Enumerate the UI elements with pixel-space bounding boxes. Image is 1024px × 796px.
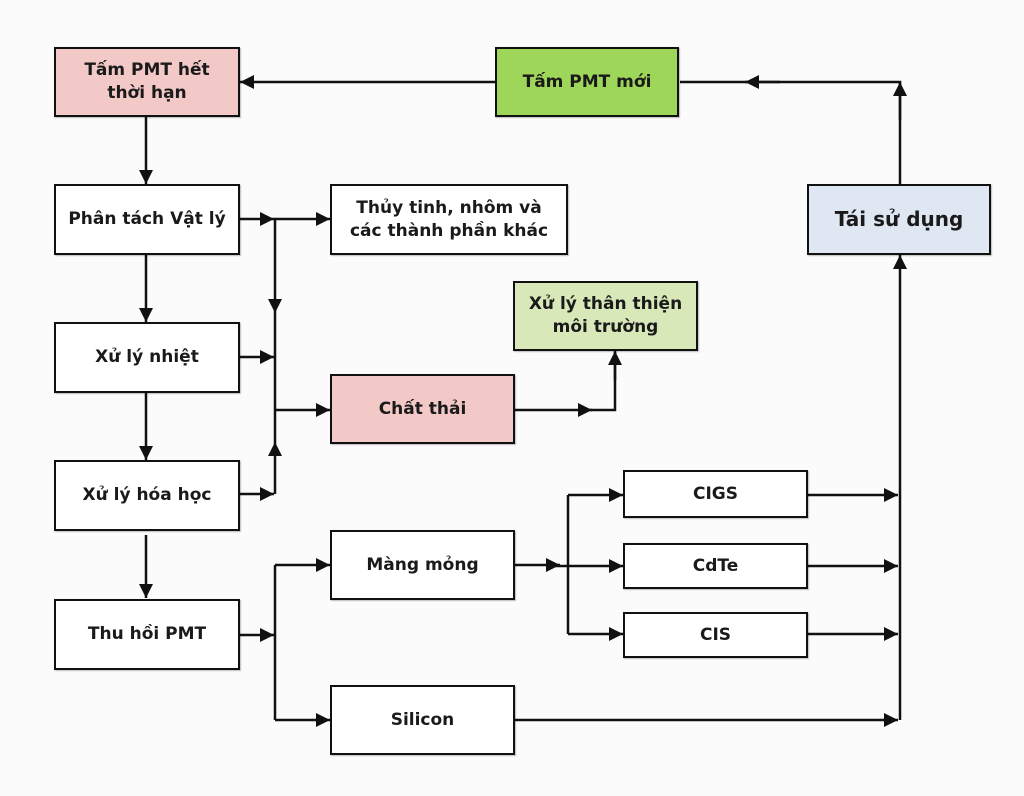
node-expired-panel-label: Tấm PMT hết thời hạn bbox=[84, 60, 210, 103]
node-cis-label: CIS bbox=[699, 624, 732, 645]
node-physical-separation-label: Phân tách Vật lý bbox=[68, 209, 226, 230]
node-heat-treatment-label: Xử lý nhiệt bbox=[95, 347, 199, 368]
node-new-panel: Tấm PMT mới bbox=[495, 47, 679, 117]
node-cdte-label: CdTe bbox=[692, 555, 739, 576]
node-thin-film: Màng mỏng bbox=[330, 530, 515, 600]
node-cigs: CIGS bbox=[623, 470, 808, 518]
node-heat-treatment: Xử lý nhiệt bbox=[54, 322, 240, 393]
node-waste-label: Chất thải bbox=[378, 398, 467, 419]
node-thin-film-label: Màng mỏng bbox=[366, 554, 479, 575]
node-glass-aluminum-label: Thủy tinh, nhôm và các thành phần khác bbox=[349, 197, 549, 241]
node-physical-separation: Phân tách Vật lý bbox=[54, 184, 240, 255]
node-reuse: Tái sử dụng bbox=[807, 184, 991, 255]
node-pmt-recovery: Thu hồi PMT bbox=[54, 599, 240, 670]
edge-reuse-to-new-panel bbox=[680, 80, 902, 185]
edge-waste-to-eco bbox=[590, 352, 617, 412]
node-waste: Chất thải bbox=[330, 374, 515, 444]
node-eco-treatment-label: Xử lý thân thiện môi trường bbox=[528, 294, 683, 337]
node-cigs-label: CIGS bbox=[693, 483, 738, 504]
node-cdte: CdTe bbox=[623, 543, 808, 589]
node-pmt-recovery-label: Thu hồi PMT bbox=[87, 624, 207, 645]
node-silicon: Silicon bbox=[330, 685, 515, 755]
node-expired-panel: Tấm PMT hết thời hạn bbox=[54, 47, 240, 117]
node-chemical-treatment-label: Xử lý hóa học bbox=[82, 485, 212, 506]
node-glass-aluminum: Thủy tinh, nhôm và các thành phần khác bbox=[330, 184, 568, 255]
node-new-panel-label: Tấm PMT mới bbox=[522, 71, 652, 92]
node-silicon-label: Silicon bbox=[390, 709, 455, 730]
node-reuse-label: Tái sử dụng bbox=[834, 207, 964, 231]
node-cis: CIS bbox=[623, 612, 808, 658]
node-eco-treatment: Xử lý thân thiện môi trường bbox=[513, 281, 698, 351]
node-chemical-treatment: Xử lý hóa học bbox=[54, 460, 240, 531]
